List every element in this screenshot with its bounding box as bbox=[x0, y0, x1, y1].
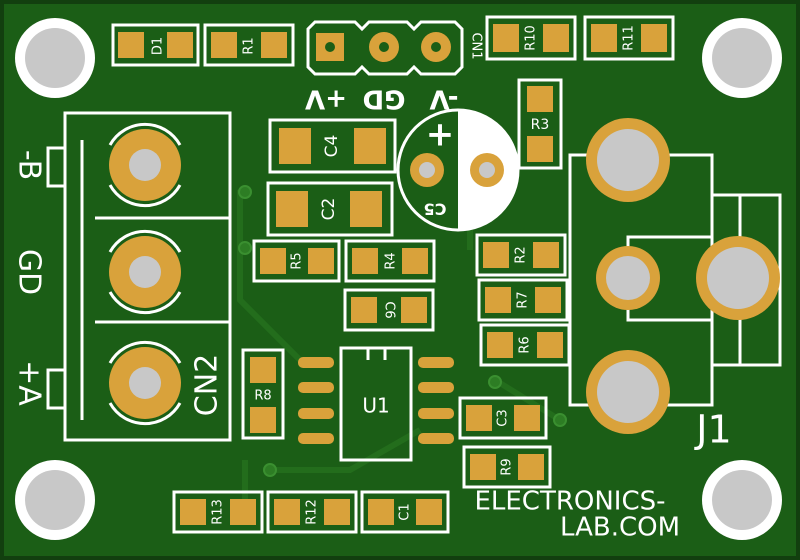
label-r3: R3 bbox=[531, 117, 550, 133]
component-r13: R13 bbox=[172, 490, 264, 534]
label-c5: C5 bbox=[424, 200, 447, 219]
label-r12: R12 bbox=[305, 499, 320, 525]
label-r4: R4 bbox=[384, 252, 399, 269]
mounting-hole-top-left bbox=[15, 18, 95, 98]
label-r9: R9 bbox=[500, 458, 515, 475]
label-c3: C3 bbox=[496, 409, 511, 426]
component-d1: D1 bbox=[111, 23, 200, 67]
cn2-pin-gnd-label: GD bbox=[12, 249, 47, 295]
component-c5: + C5 bbox=[396, 108, 520, 232]
component-r5: R5 bbox=[252, 239, 341, 283]
connector-j1: J1 bbox=[568, 118, 782, 452]
cn1-pin-pos-label: +V bbox=[305, 84, 347, 114]
label-cn2: CN2 bbox=[190, 354, 225, 416]
c5-polarity-plus: + bbox=[426, 115, 455, 155]
label-c2: C2 bbox=[319, 198, 339, 221]
component-r10: R10 bbox=[485, 15, 577, 61]
j1-pin-2 bbox=[596, 246, 660, 310]
brand-line-2: LAB.COM bbox=[560, 513, 680, 543]
component-u1: U1 bbox=[298, 346, 454, 462]
component-r6: R6 bbox=[479, 323, 571, 367]
component-r7: R7 bbox=[477, 278, 569, 322]
cn2-pin-1 bbox=[108, 122, 182, 208]
label-r8: R8 bbox=[254, 389, 271, 404]
component-r1: R1 bbox=[203, 23, 295, 67]
cn2-pin-3 bbox=[108, 340, 182, 426]
label-r6: R6 bbox=[518, 336, 533, 353]
mounting-hole-bottom-left bbox=[15, 460, 95, 540]
label-r5: R5 bbox=[290, 252, 305, 269]
component-r11: R11 bbox=[583, 15, 675, 61]
component-r2: R2 bbox=[475, 233, 567, 277]
brand-line-1: ELECTRONICS- bbox=[474, 487, 665, 517]
label-d1: D1 bbox=[151, 37, 166, 55]
mounting-hole-top-right bbox=[702, 18, 782, 98]
connector-cn2: CN2 -B GD +A bbox=[12, 111, 232, 442]
label-c6: C6 bbox=[382, 301, 397, 318]
j1-pin-3 bbox=[696, 236, 780, 320]
label-c4: C4 bbox=[322, 135, 342, 158]
label-r13: R13 bbox=[211, 499, 226, 525]
component-c1: C1 bbox=[360, 490, 450, 534]
cn1-pin-neg-label: -V bbox=[429, 84, 458, 114]
component-r12: R12 bbox=[266, 490, 358, 534]
label-cn1: CN1 bbox=[469, 32, 484, 59]
label-u1: U1 bbox=[362, 394, 389, 418]
j1-pin-1 bbox=[586, 118, 670, 202]
component-r4: R4 bbox=[344, 239, 436, 283]
cn2-pin-neg-label: -B bbox=[12, 150, 47, 180]
component-c6: C6 bbox=[343, 288, 435, 332]
label-c1: C1 bbox=[398, 503, 413, 520]
mounting-hole-bottom-right bbox=[702, 460, 782, 540]
component-r8: R8 bbox=[241, 348, 285, 440]
label-r10: R10 bbox=[524, 25, 539, 51]
connector-cn1: CN1 +V GD -V bbox=[305, 20, 484, 114]
label-j1: J1 bbox=[694, 408, 731, 452]
component-r9: R9 bbox=[462, 445, 552, 489]
label-r1: R1 bbox=[242, 37, 257, 54]
component-r3: R3 bbox=[517, 78, 563, 170]
label-r11: R11 bbox=[622, 25, 637, 51]
component-c2: C2 bbox=[266, 181, 394, 237]
component-c3: C3 bbox=[458, 396, 548, 440]
cn2-pin-2 bbox=[108, 229, 182, 315]
label-r2: R2 bbox=[514, 246, 529, 263]
cn2-pin-pos-label: +A bbox=[12, 360, 47, 406]
label-r7: R7 bbox=[516, 291, 531, 308]
j1-pin-4 bbox=[586, 350, 670, 434]
cn1-pin-gnd-label: GD bbox=[363, 84, 406, 114]
component-c4: C4 bbox=[268, 118, 397, 174]
